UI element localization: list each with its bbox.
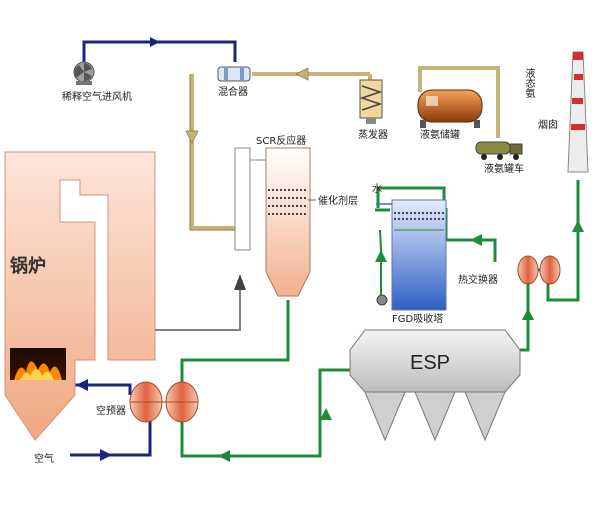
arrow-left-icon bbox=[76, 379, 88, 391]
heat-exchanger-label: 热交换器 bbox=[458, 273, 498, 286]
arrow-up-icon bbox=[572, 220, 584, 232]
flue-gas-line bbox=[180, 180, 580, 458]
arrow-up-icon bbox=[522, 308, 534, 320]
ammonia-line-outline bbox=[189, 74, 243, 231]
esp-icon bbox=[349, 329, 521, 442]
tanker-label: 液氨罐车 bbox=[484, 162, 524, 175]
air-preheater-label: 空预器 bbox=[96, 404, 126, 417]
evaporator-icon bbox=[359, 79, 383, 124]
dilution-fan-label: 稀释空气进风机 bbox=[62, 90, 132, 103]
arrow-right-icon bbox=[150, 37, 160, 47]
mixer-icon bbox=[217, 66, 251, 82]
arrow-left-icon bbox=[218, 450, 230, 462]
air-line bbox=[70, 383, 152, 457]
arrow-left-icon bbox=[295, 67, 309, 81]
ammonia-tank-label: 液氨储罐 bbox=[420, 128, 460, 141]
ammonia-tank-icon bbox=[417, 89, 483, 128]
liquid-ammonia-label-text: 液态氨 bbox=[504, 67, 535, 99]
boiler-icon bbox=[4, 151, 156, 441]
heat-exchanger-icon bbox=[517, 255, 561, 285]
esp-label: ESP bbox=[410, 352, 450, 374]
water-label: 水 bbox=[372, 183, 382, 195]
ammonia-line bbox=[190, 66, 500, 230]
boiler-to-scr-duct bbox=[155, 280, 241, 331]
boiler-label: 锅炉 bbox=[10, 255, 46, 277]
ammonia-tanker-icon bbox=[475, 141, 523, 160]
catalyst-layer-label: 催化剂层 bbox=[318, 194, 358, 207]
arrow-down-icon bbox=[185, 130, 199, 144]
mixer-label: 混合器 bbox=[218, 85, 248, 98]
arrow-up-icon bbox=[234, 274, 246, 290]
liquid-ammonia-label: 液态氨 bbox=[504, 67, 535, 99]
chimney-icon bbox=[567, 51, 589, 173]
scr-reactor-icon bbox=[234, 147, 316, 297]
air-label: 空气 bbox=[34, 452, 54, 465]
arrow-up-icon bbox=[320, 408, 332, 420]
fgd-tower-label: FGD吸收塔 bbox=[392, 312, 443, 325]
arrow-left-icon bbox=[470, 234, 482, 246]
chimney-label: 烟囱 bbox=[538, 118, 558, 131]
dilution-fan-icon bbox=[73, 61, 95, 85]
scr-reactor-label: SCR反应器 bbox=[256, 134, 306, 147]
arrow-right-icon bbox=[100, 449, 112, 461]
dilution-air-line bbox=[82, 40, 237, 62]
air-preheater-icon bbox=[129, 381, 199, 423]
evaporator-label: 蒸发器 bbox=[358, 128, 388, 141]
fgd-recirculation-line bbox=[379, 229, 382, 300]
fgd-tower-icon bbox=[376, 199, 447, 311]
